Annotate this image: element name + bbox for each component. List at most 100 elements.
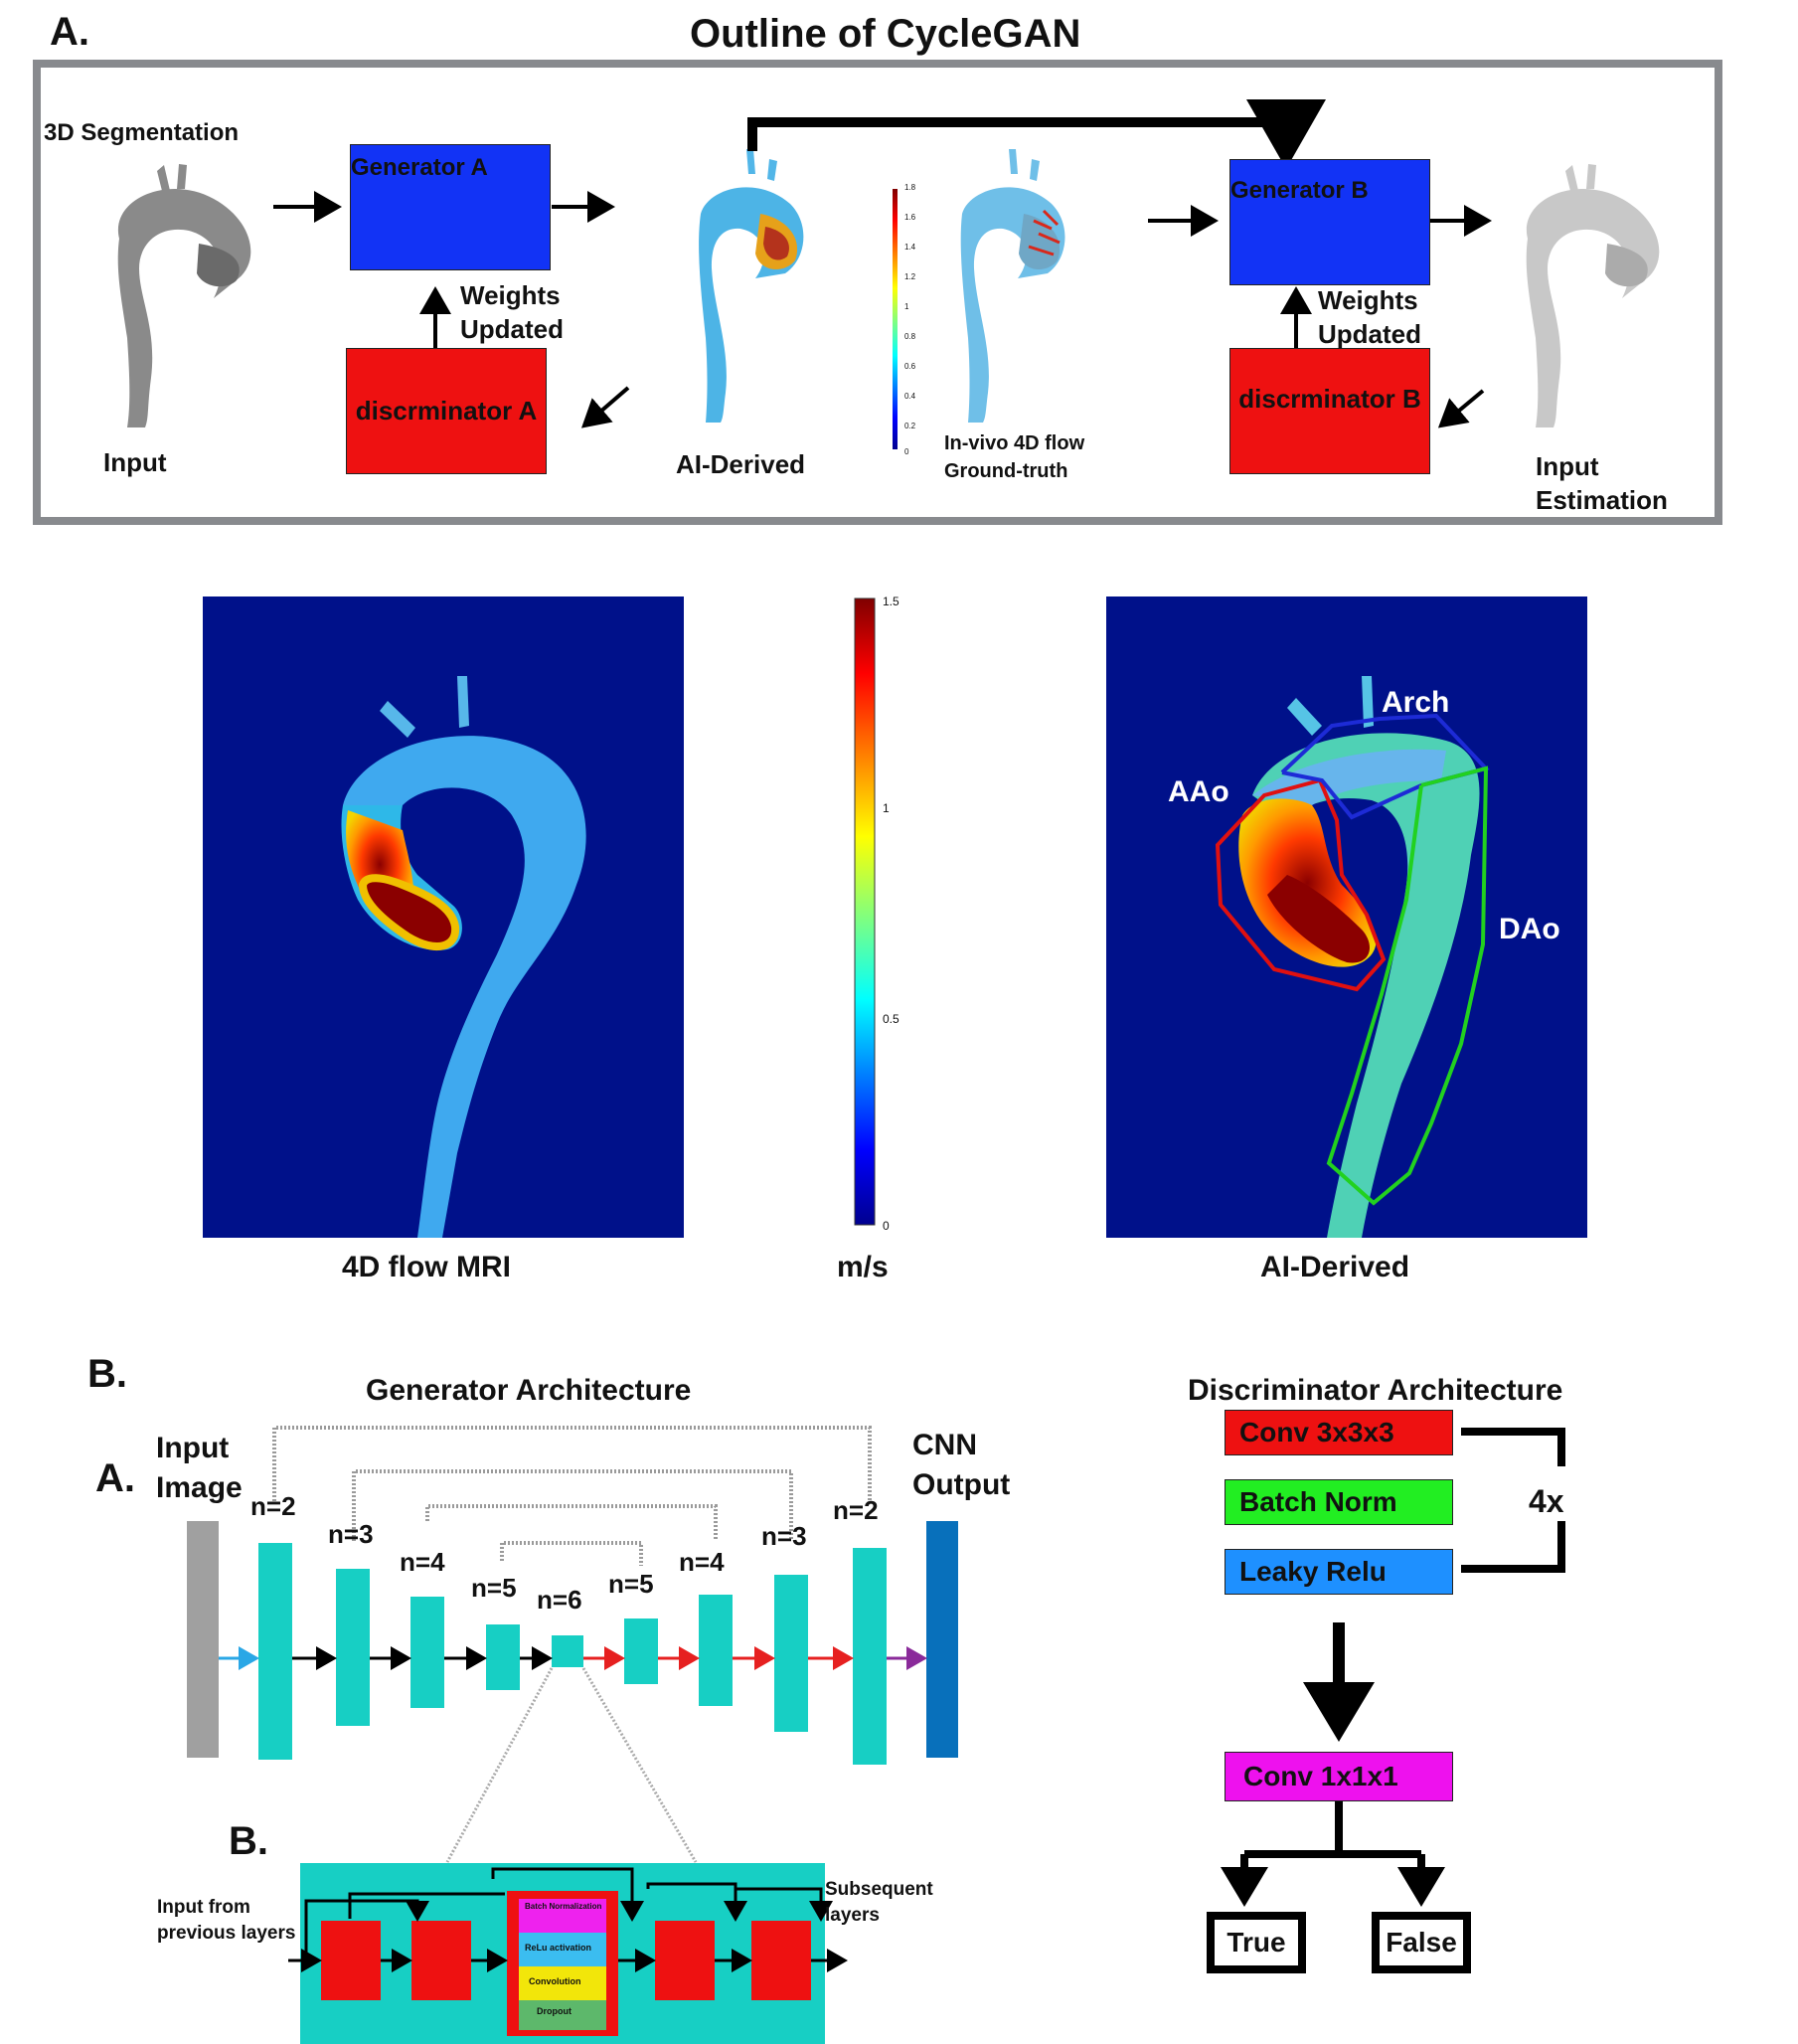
- block-detail-arrows: [288, 1867, 848, 1972]
- discriminator-a-box: discrminator A: [346, 348, 547, 474]
- panel-a-arrows: [273, 99, 1492, 428]
- dao-label: DAo: [1499, 913, 1560, 945]
- conv-1x1x1-label: Conv 1x1x1: [1243, 1761, 1398, 1791]
- ground-truth-aorta-shape: [960, 149, 1065, 423]
- velocity-maps: [203, 596, 1587, 1238]
- cyclegan-title: Outline of CycleGAN: [690, 12, 1081, 56]
- segmentation-label: 3D Segmentation: [44, 119, 240, 146]
- stack-convolution: Convolution: [529, 1976, 581, 1986]
- small-colorbar: [893, 189, 898, 449]
- batch-norm-label: Batch Norm: [1239, 1486, 1397, 1517]
- batch-norm-box: Batch Norm: [1225, 1479, 1453, 1525]
- cnn-output-line1: CNN: [912, 1429, 977, 1461]
- tick-1: 1: [883, 801, 890, 815]
- tick-1.5: 1.5: [883, 595, 899, 608]
- layer-n3-right: [774, 1575, 808, 1732]
- ai-derived-caption: AI-Derived: [1260, 1251, 1410, 1283]
- leaky-relu-label: Leaky Relu: [1239, 1556, 1387, 1587]
- tick: 1.6: [904, 213, 916, 222]
- discriminator-title: Discriminator Architecture: [1188, 1374, 1563, 1407]
- tick: 0.6: [904, 362, 916, 371]
- mri-caption: 4D flow MRI: [342, 1251, 511, 1283]
- discriminator-b-label: discrminator B: [1238, 384, 1421, 414]
- tick: 0: [904, 447, 909, 456]
- ai-derived-label-top: AI-Derived: [676, 449, 806, 479]
- ai-aorta: [1238, 676, 1480, 1238]
- tick: 0.4: [904, 392, 916, 401]
- generator-a-label: Generator A: [351, 153, 488, 181]
- conv-1x1x1-box: Conv 1x1x1: [1225, 1752, 1453, 1801]
- stack-relu: ReLu activation: [525, 1943, 592, 1953]
- layer-label-n3-left: n=3: [328, 1519, 374, 1549]
- tick: 1: [904, 302, 909, 311]
- generator-b-label: Generator B: [1230, 176, 1369, 204]
- estimation-line1: Input: [1536, 451, 1599, 481]
- input-image-label: Input Image: [156, 1429, 243, 1508]
- weights-a-line1: Weights: [460, 280, 561, 310]
- layer-label-n4-left: n=4: [400, 1547, 445, 1577]
- tick: 0.2: [904, 422, 916, 430]
- generator-b-box: Generator B: [1229, 159, 1430, 285]
- mri-aorta: [341, 676, 586, 1238]
- input-estimation-label: Input Estimation: [1536, 449, 1668, 517]
- discriminator-a-label: discrminator A: [355, 396, 538, 426]
- discriminator-connectors: [1221, 1428, 1565, 1907]
- tick-0.5: 0.5: [883, 1012, 899, 1026]
- sub-a-letter: A.: [95, 1456, 135, 1500]
- weights-updated-a: Weights Updated: [460, 278, 564, 346]
- tick: 0.8: [904, 332, 916, 341]
- layer-label-n3-right: n=3: [761, 1521, 807, 1551]
- layer-n4-left: [410, 1597, 444, 1708]
- generator-title: Generator Architecture: [366, 1374, 692, 1407]
- layer-n4-right: [699, 1595, 733, 1706]
- repeat-label: 4x: [1529, 1483, 1564, 1519]
- conv-3x3x3-label: Conv 3x3x3: [1239, 1417, 1394, 1448]
- skip-connections: [272, 1426, 872, 1566]
- layer-label-n4-right: n=4: [679, 1547, 725, 1577]
- true-label: True: [1226, 1927, 1286, 1958]
- dao-region-outline: [1326, 766, 1489, 1206]
- panel-a-letter: A.: [50, 10, 89, 54]
- tick-0: 0: [883, 1219, 890, 1233]
- estimation-aorta-shape: [1526, 164, 1660, 427]
- layer-n3-left: [336, 1569, 370, 1726]
- input-aorta-shape: [117, 164, 251, 427]
- generator-a-box: Generator A: [350, 144, 551, 270]
- arch-label: Arch: [1382, 686, 1450, 719]
- sub-b-letter: B.: [229, 1819, 268, 1863]
- block-input-line2: previous layers: [157, 1923, 296, 1944]
- cyclegan-graphics: [117, 99, 1660, 449]
- stack-dropout: Dropout: [537, 2006, 572, 2016]
- unit-caption: m/s: [837, 1251, 889, 1283]
- block-input-line1: Input from: [157, 1897, 250, 1918]
- layer-n5-left: [486, 1624, 520, 1690]
- panel-b-letter: B.: [87, 1352, 127, 1396]
- block-detail-red-units: [321, 1921, 811, 2000]
- layer-n2-right: [853, 1548, 887, 1765]
- aao-region-outline: [1215, 778, 1387, 992]
- colorbar-tick-labels: 1.5 1 0.5 0: [883, 595, 912, 1233]
- ground-truth-line1: In-vivo 4D flow: [944, 432, 1085, 454]
- small-colorbar-ticks: 1.8 1.6 1.4 1.2 1 0.8 0.6 0.4 0.2 0: [904, 183, 934, 457]
- layer-n2-left: [258, 1543, 292, 1760]
- velocity-colorbar: [854, 597, 876, 1226]
- false-output-box: False: [1372, 1912, 1471, 1973]
- layer-label-n6: n=6: [537, 1585, 582, 1615]
- discriminator-b-box: discrminator B: [1229, 348, 1430, 474]
- aao-label: AAo: [1168, 775, 1229, 808]
- cnn-output-line2: Output: [912, 1468, 1011, 1501]
- weights-b-line2: Updated: [1318, 319, 1421, 349]
- layer-n5-right: [624, 1618, 658, 1684]
- layer-label-n5-right: n=5: [608, 1569, 654, 1599]
- weights-b-line1: Weights: [1318, 285, 1418, 315]
- cyclegan-frame: [33, 60, 1722, 525]
- weights-updated-b: Weights Updated: [1318, 283, 1421, 351]
- tick: 1.2: [904, 272, 916, 281]
- true-output-box: True: [1207, 1912, 1306, 1973]
- input-image-layer: [187, 1521, 219, 1758]
- layer-label-n2-left: n=2: [250, 1491, 296, 1521]
- ground-truth-line2: Ground-truth: [944, 460, 1068, 482]
- block-output-line1: Subsequent: [825, 1879, 933, 1900]
- block-input-label: Input from previous layers: [157, 1895, 295, 1947]
- ai-derived-aorta-shape: [699, 149, 804, 423]
